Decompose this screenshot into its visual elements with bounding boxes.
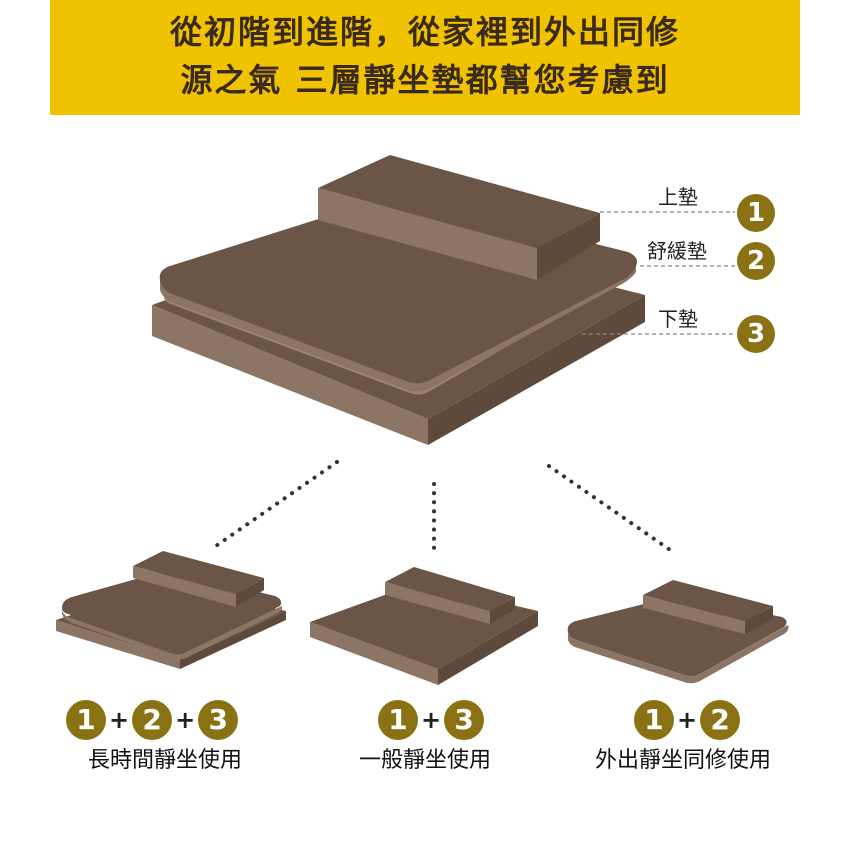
combo-travel: 1 + 2 [634, 700, 741, 740]
top-cushion [318, 155, 600, 280]
set-full-stack [56, 551, 286, 669]
plus-sign: + [109, 706, 130, 734]
combo-number-badge: 1 [66, 700, 106, 740]
layer-number-2-badge: 2 [737, 242, 775, 280]
header-banner: 從初階到進階，從家裡到外出同修 源之氣 三層靜坐墊都幫您考慮到 [50, 0, 800, 115]
caption-general-meditation: 一般靜坐使用 [358, 748, 491, 773]
plus-sign: + [421, 706, 442, 734]
layer-label-top: 上墊 [658, 185, 698, 209]
combo-full: 1 + 2 + 3 [66, 700, 239, 740]
combo-number-badge: 2 [132, 700, 173, 740]
combo-number-badge: 3 [198, 700, 239, 740]
set-travel [567, 580, 789, 684]
combo-number-badge: 1 [378, 700, 418, 740]
dotted-connector-left [211, 460, 339, 550]
layer-label-soothing: 舒緩墊 [647, 239, 707, 263]
caption-long-meditation: 長時間靜坐使用 [87, 748, 242, 773]
layer-number-3-badge: 3 [737, 315, 775, 353]
combo-number-badge: 1 [634, 700, 674, 740]
combo-number-badge: 2 [700, 700, 741, 740]
dotted-connector-right [547, 464, 675, 554]
banner-title-line-1: 從初階到進階，從家裡到外出同修 [169, 13, 680, 51]
set-general [310, 567, 538, 685]
caption-travel-meditation: 外出靜坐同修使用 [594, 748, 771, 773]
plus-sign: + [677, 706, 698, 734]
combo-general: 1 + 3 [378, 700, 485, 740]
plus-sign: + [175, 706, 196, 734]
banner-title-line-2: 源之氣 三層靜坐墊都幫您考慮到 [180, 61, 670, 99]
layer-label-bottom: 下墊 [658, 307, 698, 331]
combo-number-badge: 3 [444, 700, 485, 740]
layer-number-1-badge: 1 [737, 194, 775, 232]
